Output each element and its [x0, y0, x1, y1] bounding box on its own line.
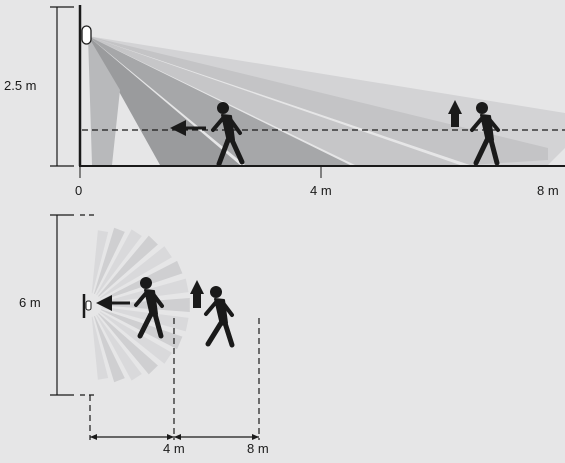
top-view	[50, 214, 260, 440]
side-zone-mid-2	[88, 36, 350, 165]
width-label: 6 m	[19, 295, 41, 310]
walking-person-icon	[470, 102, 500, 166]
height-label: 2.5 m	[4, 78, 37, 93]
side-axis-label-4m: 4 m	[310, 183, 332, 198]
walking-person-icon	[211, 102, 245, 167]
detection-finger	[96, 314, 142, 381]
top-sensor-icon	[85, 300, 92, 311]
detection-finger	[98, 235, 158, 297]
detection-finger	[96, 229, 142, 296]
cross-arrow-icon	[448, 100, 462, 127]
range-dim-arrow-mid-l	[167, 434, 174, 440]
walking-person-icon	[204, 286, 235, 348]
side-sensor-icon	[81, 25, 92, 45]
side-zone-mid-1	[88, 36, 460, 165]
range-dim-arrow-right	[252, 434, 259, 440]
side-zone-near	[88, 36, 240, 165]
range-dim-arrow-mid-r	[174, 434, 181, 440]
detection-finger	[99, 246, 172, 299]
side-view	[50, 5, 565, 178]
side-axis-label-8m: 8 m	[537, 183, 559, 198]
detection-finger	[91, 316, 109, 380]
detection-finger	[101, 307, 189, 332]
top-axis-label-8m: 8 m	[247, 441, 269, 456]
walking-person-icon	[134, 277, 164, 339]
detection-finger	[94, 227, 125, 294]
detection-finger	[91, 230, 109, 294]
side-zone-near-light	[88, 36, 120, 165]
top-axis-label-4m: 4 m	[163, 441, 185, 456]
detection-finger	[99, 311, 172, 364]
range-dim-arrow-left	[90, 434, 97, 440]
side-axis-label-0: 0	[75, 183, 83, 198]
approach-arrow-icon	[170, 120, 206, 136]
detection-finger	[98, 313, 158, 375]
detection-finger	[102, 298, 190, 312]
cross-arrow-icon	[190, 280, 204, 308]
approach-arrow-icon	[96, 295, 130, 311]
side-band-1	[88, 36, 548, 165]
side-detection-zones	[88, 36, 565, 165]
detection-finger	[94, 316, 125, 383]
